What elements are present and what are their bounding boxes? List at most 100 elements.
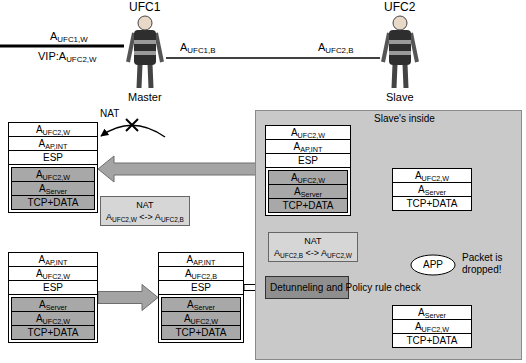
packet-stack: AUFC2,WAServerTCP+DATA (392, 168, 472, 211)
person-figure (128, 16, 162, 88)
field-text: AAP,INT (9, 253, 97, 266)
diagram-label: AUFC2,B (318, 41, 353, 54)
inner-packet: AUFC2,WAServerTCP+DATA (268, 170, 348, 213)
diagram-label: VIP:AUFC2,W (38, 50, 96, 63)
field-text: TCP+DATA (162, 326, 240, 339)
header-field: AServer (12, 182, 94, 196)
header-field: ESP (266, 154, 350, 168)
node-text: AUFC2,W <-> AUFC2,B (106, 211, 184, 223)
header-field: AUFC2,W (393, 320, 471, 334)
field-text: TCP+DATA (269, 199, 347, 212)
field-text: AUFC2,W (162, 312, 240, 325)
header-field: AServer (162, 298, 240, 312)
header-field: AServer (393, 306, 471, 320)
node-text: AUFC2,B <-> AUFC2,W (274, 247, 352, 259)
header-field: AAP,INT (9, 137, 97, 151)
header-field: AServer (269, 185, 347, 199)
nat-box: NATAUFC2,B <-> AUFC2,W (268, 232, 358, 262)
field-text: ESP (159, 281, 243, 294)
field-text: AServer (162, 298, 240, 311)
field-text: AUFC2,W (393, 320, 471, 333)
node-text: Slave's inside (374, 113, 521, 125)
header-field: AUFC2,W (266, 126, 350, 140)
header-field: TCP+DATA (269, 199, 347, 212)
header-field: TCP+DATA (393, 197, 471, 210)
ellipse-shape (411, 255, 455, 275)
wireless-link (0, 45, 124, 48)
person-figure (383, 16, 417, 88)
field-text: AAP,INT (9, 137, 97, 150)
header-field: AAP,INT (9, 253, 97, 267)
diagram-label: UFC2 (384, 1, 415, 14)
header-field: AAP,INT (159, 253, 243, 267)
diagram-label: AUFC1,B (180, 41, 215, 54)
header-field: AServer (12, 298, 94, 312)
slave-region: Slave's insideAUFC2,WAAP,INTESPAUFC2,WAS… (255, 110, 522, 360)
field-text: AServer (12, 182, 94, 195)
packet-stack: AUFC2,WAAP,INTESPAUFC2,WAServerTCP+DATA (8, 122, 98, 213)
field-text: AServer (12, 298, 94, 311)
header-field: AUFC2,W (9, 267, 97, 281)
field-text: AUFC2,W (269, 171, 347, 184)
block-arrow (98, 156, 265, 182)
header-field: ESP (9, 151, 97, 165)
header-field: ESP (159, 281, 243, 295)
packet-stack: AAP,INTAUFC2,BESP AServerAUFC2,WTCP+DATA (158, 252, 244, 343)
node-text: Detunneling and Policy rule check (270, 281, 344, 294)
header-field: AUFC2,W (393, 169, 471, 183)
header-field: AUFC2,W (162, 312, 240, 326)
field-text: AAP,INT (266, 140, 350, 153)
diagram-label: Packet is dropped! (462, 252, 518, 276)
header-field: TCP+DATA (12, 196, 94, 209)
field-text: ESP (266, 154, 350, 167)
header-field: TCP+DATA (12, 326, 94, 339)
block-arrow (98, 285, 158, 311)
nat-box: NATAUFC2,W <-> AUFC2,B (100, 196, 190, 226)
field-text: ESP (9, 151, 97, 164)
packet-stack: AUFC2,WAAP,INTESPAUFC2,WAServerTCP+DATA (265, 125, 351, 216)
field-text: AUFC2,W (266, 126, 350, 139)
header-field: AUFC2,B (159, 267, 243, 281)
node-text: NAT (274, 235, 352, 247)
app-ellipse: APP (410, 254, 456, 276)
header-field: AUFC2,W (12, 312, 94, 326)
field-text: TCP+DATA (393, 197, 471, 210)
field-text: TCP+DATA (12, 326, 94, 339)
header-field: AServer (393, 183, 471, 197)
node-text: APP (410, 254, 456, 276)
node-text: NAT (106, 199, 184, 211)
header-field: ESP (9, 281, 97, 295)
field-text: AServer (393, 183, 471, 196)
inner-packet: AServerAUFC2,WTCP+DATA (11, 297, 95, 340)
header-field: AUFC2,W (9, 123, 97, 137)
field-text: AUFC2,W (12, 312, 94, 325)
header-field: TCP+DATA (162, 326, 240, 339)
packet-stack: AServerAUFC2,WTCP+DATA (392, 305, 472, 348)
header-field: AAP,INT (266, 140, 350, 154)
field-text: AUFC2,B (159, 267, 243, 280)
field-text: AUFC2,W (9, 267, 97, 280)
blocked-mark (126, 119, 138, 131)
diagram-label: Master (128, 91, 162, 104)
field-text: ESP (9, 281, 97, 294)
field-text: AServer (393, 306, 471, 319)
diagram-label: Slave (386, 91, 414, 104)
header-field: AUFC2,W (269, 171, 347, 185)
field-text: AAP,INT (159, 253, 243, 266)
field-text: AUFC2,W (393, 169, 471, 182)
inner-packet: AServerAUFC2,WTCP+DATA (161, 297, 241, 340)
header-field: AUFC2,W (12, 168, 94, 182)
process-box: Detunneling and Policy rule check (265, 276, 349, 299)
field-text: TCP+DATA (12, 196, 94, 209)
backbone-link (166, 57, 380, 59)
packet-stack: AAP,INTAUFC2,WESPAServerAUFC2,WTCP+DATA (8, 252, 98, 343)
diagram-label: NAT (100, 107, 119, 120)
field-text: TCP+DATA (393, 334, 471, 347)
field-text: AServer (269, 185, 347, 198)
field-text: AUFC2,W (12, 168, 94, 181)
inner-packet: AUFC2,WAServerTCP+DATA (11, 167, 95, 210)
header-field: TCP+DATA (393, 334, 471, 347)
diagram-label: AUFC1,W (50, 30, 88, 43)
field-text: AUFC2,W (9, 123, 97, 136)
